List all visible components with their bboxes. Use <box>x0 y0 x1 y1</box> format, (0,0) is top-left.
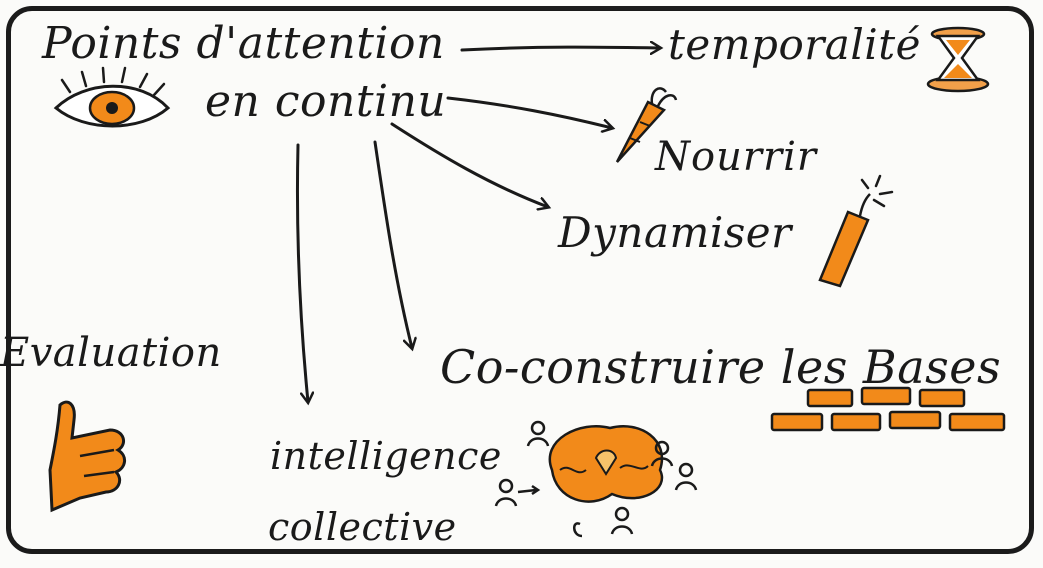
label-nourrir: Nourrir <box>655 134 817 180</box>
arrow-to-co-construire <box>373 140 412 348</box>
label-dynamiser: Dynamiser <box>558 208 792 257</box>
label-intelligence: intelligence <box>270 434 502 478</box>
label-co-construire: Co-construire les Bases <box>440 340 1002 394</box>
label-evaluation: Evaluation <box>0 330 222 376</box>
arrow-to-dynamiser <box>390 122 548 207</box>
thumbs-up-icon <box>48 400 126 513</box>
carrot-icon <box>615 87 678 163</box>
label-collective: collective <box>268 505 457 549</box>
arrows <box>295 47 660 402</box>
arrow-to-intelligence <box>295 143 308 402</box>
arrow-to-temporalite <box>460 47 660 50</box>
label-temporalite: temporalité <box>668 20 921 69</box>
bricks-icon <box>770 386 1006 432</box>
dynamite-icon <box>818 174 894 288</box>
hourglass-icon <box>926 26 990 93</box>
brain-people-icon <box>494 420 698 538</box>
title-line-1: Points d'attention <box>42 18 445 69</box>
frame-border <box>6 6 1034 554</box>
arrow-to-nourrir <box>446 96 612 128</box>
eye-icon <box>53 66 171 128</box>
title-line-2: en continu <box>205 76 447 127</box>
